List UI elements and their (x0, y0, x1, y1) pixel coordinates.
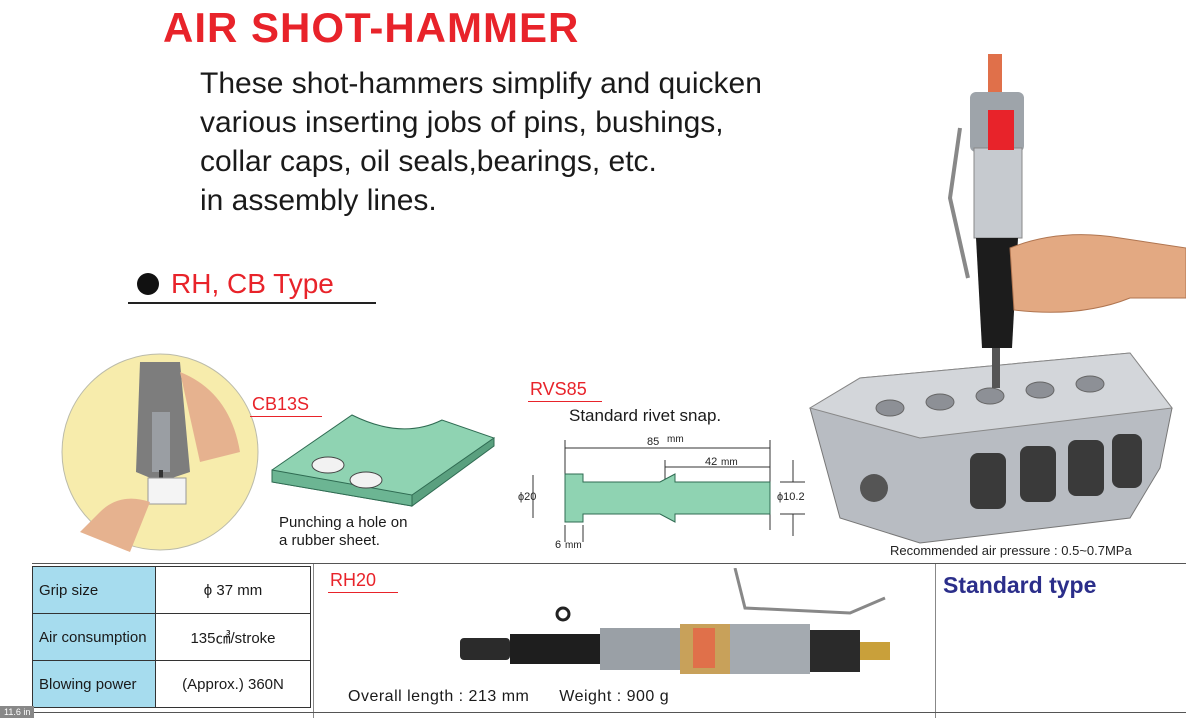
table-row: Blowing power (Approx.) 360N (32, 660, 311, 708)
dim-small-unit-text: mm (565, 540, 582, 551)
table-row: Grip size ϕ 37 mm (32, 566, 311, 614)
cb13s-underline (250, 416, 322, 417)
spec-label: Blowing power (32, 660, 156, 708)
panel-divider (935, 564, 936, 718)
panel-top-border (32, 563, 1186, 564)
spec-value: (Approx.) 360N (155, 660, 311, 708)
dim-small-text: 6 (555, 539, 561, 551)
dim-unit-text: mm (667, 434, 684, 445)
rivet-snap-drawing: 85 mm 42 mm ϕ20 ϕ10.2 6 mm (518, 434, 805, 551)
cb13s-photo (61, 353, 259, 552)
spec-table: Grip size ϕ 37 mm Air consumption 135㎤/s… (32, 566, 311, 708)
cb13s-caption-line: Punching a hole on (279, 514, 408, 531)
overall-length: Overall length : 213 mm (348, 688, 530, 705)
spec-value: 135㎤/stroke (155, 613, 311, 661)
rh20-underline (328, 592, 398, 593)
dia-left-text: ϕ20 (518, 491, 536, 503)
dim-part-text: 42 (705, 456, 717, 468)
rh20-label: RH20 (330, 570, 377, 590)
cb13s-label: CB13S (252, 394, 310, 414)
panel-divider (313, 564, 314, 718)
cb13s-caption-line: a rubber sheet. (279, 532, 380, 549)
rh20-tool-image (460, 568, 890, 674)
page-title: AIR SHOT-HAMMER (163, 4, 580, 51)
intro-text: These shot-hammers simplify and quicken … (200, 64, 900, 220)
section-heading: RH, CB Type (137, 268, 334, 300)
rvs85-caption: Standard rivet snap. (569, 406, 722, 425)
rh20-caption: Overall length : 213 mm Weight : 900 g (348, 688, 669, 706)
intro-line: collar caps, oil seals,bearings, etc. (200, 145, 657, 178)
table-row: Air consumption 135㎤/stroke (32, 613, 311, 661)
intro-line: These shot-hammers simplify and quicken (200, 67, 762, 100)
intro-line: various inserting jobs of pins, bushings… (200, 106, 724, 139)
dia-right-text: ϕ10.2 (777, 491, 805, 503)
cylinder-head-photo (808, 54, 1186, 544)
cb13s-caption: Punching a hole on a rubber sheet. (279, 514, 407, 550)
panel-bottom-border (32, 712, 1186, 713)
rvs85-label: RVS85 (530, 379, 587, 399)
rubber-sheet-illustration (271, 414, 496, 507)
weight: Weight : 900 g (559, 688, 670, 705)
intro-line: in assembly lines. (200, 184, 437, 217)
spec-value: ϕ 37 mm (155, 566, 311, 614)
dim-part-unit-text: mm (721, 457, 738, 468)
bullet-icon (137, 273, 159, 295)
recommended-pressure: Recommended air pressure : 0.5~0.7MPa (890, 543, 1132, 558)
standard-type-heading: Standard type (943, 572, 1097, 598)
section-heading-text: RH, CB Type (171, 268, 334, 299)
spec-label: Air consumption (32, 613, 156, 661)
rvs85-underline (528, 401, 602, 402)
section-underline (128, 302, 376, 304)
dim-total-text: 85 (647, 436, 659, 448)
zoom-badge: 11.6 in (0, 706, 35, 718)
spec-label: Grip size (32, 566, 156, 614)
